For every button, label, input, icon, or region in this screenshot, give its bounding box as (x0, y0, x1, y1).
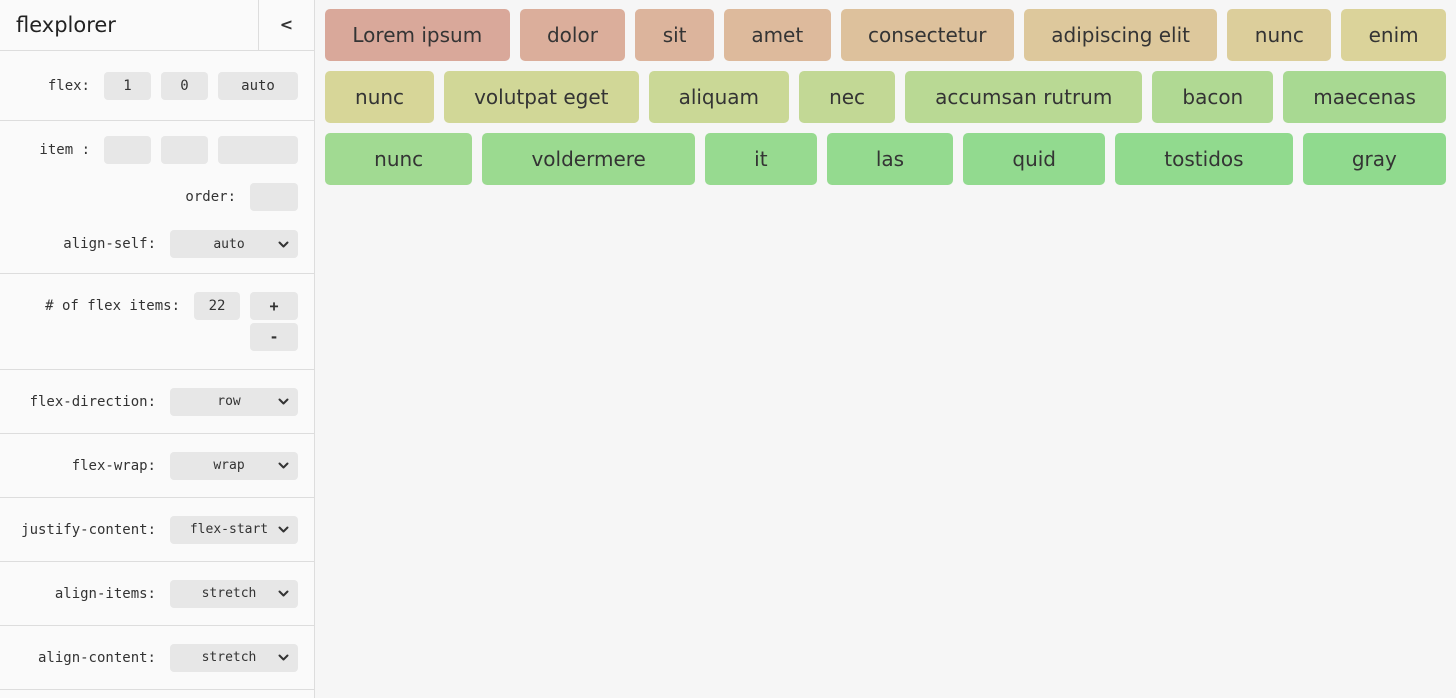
align-items-section: align-items: stretch (0, 562, 314, 626)
order-label: order: (185, 189, 236, 205)
count-stepper: + - (250, 292, 298, 351)
app-title: flexplorer (16, 13, 116, 37)
flex-item[interactable]: adipiscing elit (1023, 9, 1218, 61)
flex-item[interactable]: bacon (1152, 71, 1274, 123)
flex-direction-label: flex-direction: (29, 393, 156, 410)
item-count-label: # of flex items: (45, 298, 180, 314)
align-self-value: auto (213, 236, 245, 252)
justify-content-section: justify-content: flex-start (0, 498, 314, 562)
flex-item[interactable]: gray (1302, 133, 1447, 185)
sidebar-header: flexplorer < (0, 0, 314, 51)
flex-wrap-value: wrap (213, 458, 245, 473)
align-items-label: align-items: (54, 585, 156, 602)
item-basis-input[interactable] (218, 136, 298, 164)
flex-direction-section: flex-direction: row (0, 370, 314, 434)
flex-item[interactable]: aliquam (648, 71, 790, 123)
flex-shorthand-section: flex: (0, 51, 314, 121)
align-content-section: align-content: stretch (0, 626, 314, 690)
flex-item[interactable]: accumsan rutrum (905, 71, 1143, 123)
flex-item[interactable]: maecenas (1283, 71, 1446, 123)
flex-wrap-select[interactable]: wrap (170, 451, 298, 480)
justify-content-label: justify-content: (21, 521, 156, 538)
flex-item[interactable]: it (705, 133, 817, 185)
flex-item[interactable]: nunc (325, 133, 473, 185)
align-content-value: stretch (201, 650, 257, 665)
item-label: item : (39, 142, 90, 158)
justify-content-select[interactable]: flex-start (170, 515, 298, 544)
sidebar: flexplorer < flex: item : order: (0, 0, 315, 698)
sidebar-collapse-button[interactable]: < (258, 0, 314, 50)
increment-count-button[interactable]: + (250, 292, 298, 320)
flex-item[interactable]: sit (635, 9, 714, 61)
flex-item[interactable]: amet (723, 9, 831, 61)
chevron-down-icon (278, 654, 289, 661)
flex-direction-value: row (217, 394, 241, 409)
item-section: item : order: align-self: auto (0, 121, 314, 274)
order-input[interactable] (250, 183, 298, 211)
align-self-label: align-self: (63, 236, 156, 252)
flex-item[interactable]: las (826, 133, 954, 185)
flex-item[interactable]: Lorem ipsum (325, 9, 510, 61)
align-content-select[interactable]: stretch (170, 643, 298, 672)
flex-item[interactable]: nunc (1227, 9, 1332, 61)
flex-shrink-input[interactable] (161, 71, 208, 100)
flex-item[interactable]: voldermere (482, 133, 695, 185)
chevron-down-icon (278, 526, 289, 533)
flex-item[interactable]: nec (799, 71, 896, 123)
flex-item[interactable]: dolor (519, 9, 626, 61)
flex-label: flex: (47, 77, 90, 94)
item-shrink-input[interactable] (161, 136, 208, 164)
flex-item-count-input[interactable] (194, 292, 240, 320)
flex-basis-input[interactable] (218, 71, 298, 100)
flex-item[interactable]: enim (1341, 9, 1447, 61)
align-items-value: stretch (201, 586, 257, 601)
flex-item[interactable]: consectetur (840, 9, 1014, 61)
align-content-label: align-content: (37, 649, 156, 666)
item-count-section: # of flex items: + - (0, 274, 314, 370)
flex-wrap-section: flex-wrap: wrap (0, 434, 314, 498)
flex-item[interactable]: volutpat eget (444, 71, 639, 123)
justify-content-value: flex-start (189, 522, 269, 537)
flex-item[interactable]: nunc (325, 71, 435, 123)
chevron-down-icon (278, 590, 289, 597)
decrement-count-button[interactable]: - (250, 323, 298, 351)
item-grow-input[interactable] (104, 136, 151, 164)
chevron-down-icon (278, 462, 289, 469)
chevron-down-icon (278, 398, 289, 405)
align-self-select[interactable]: auto (170, 230, 298, 258)
flex-item[interactable]: quid (963, 133, 1106, 185)
flex-grow-input[interactable] (104, 71, 151, 100)
flex-item[interactable]: tostidos (1115, 133, 1293, 185)
chevron-down-icon (278, 241, 289, 248)
align-items-select[interactable]: stretch (170, 579, 298, 608)
flex-wrap-label: flex-wrap: (71, 457, 156, 474)
flex-direction-select[interactable]: row (170, 387, 298, 416)
